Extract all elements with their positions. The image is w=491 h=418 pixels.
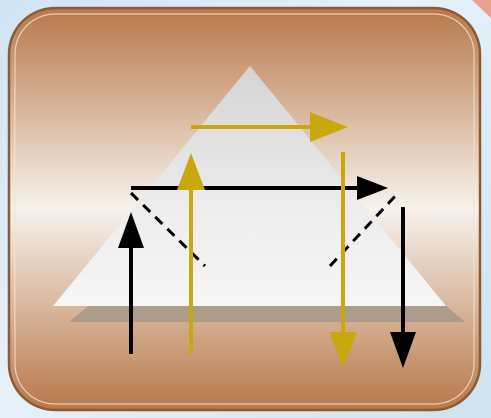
prism-shadow xyxy=(69,306,465,322)
black-ray-down-arrowhead xyxy=(390,332,416,368)
gold-ray-up-arrowhead xyxy=(177,153,205,190)
gold-ray-horizontal-arrowhead xyxy=(310,112,348,142)
corner-accent xyxy=(472,0,491,18)
background-panel-inner-edge xyxy=(14,13,475,405)
black-ray-up-arrowhead xyxy=(118,212,144,248)
gold-ray-down-arrowhead xyxy=(329,332,357,367)
black-ray-horizontal-arrowhead xyxy=(357,176,388,200)
